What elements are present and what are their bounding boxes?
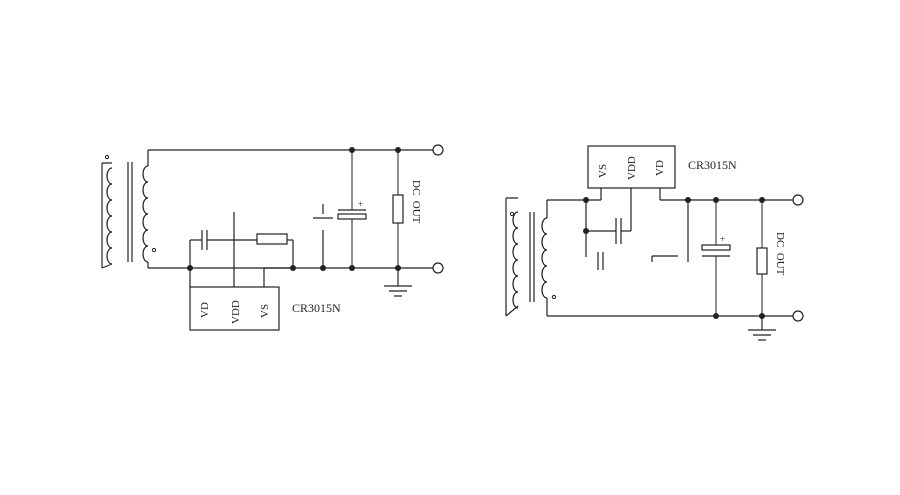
right-output-terminal-negative [792, 310, 804, 322]
left-output-terminal-positive [432, 144, 444, 156]
left-output-label: DC OUT [410, 180, 422, 224]
left-filter-capacitor [313, 204, 333, 268]
left-output-resistor [392, 194, 404, 224]
right-output-terminal-positive [792, 194, 804, 206]
left-chip-pin-vdd: VDD [230, 300, 242, 324]
right-output-resistor [756, 247, 768, 275]
left-circuit: + VD VDD VS CR3015N DC OUT [101, 144, 444, 331]
left-chip-pin-vd: VD [199, 302, 211, 318]
left-feedback-resistor [256, 233, 288, 245]
left-chip-body [189, 286, 280, 331]
svg-text:+: + [358, 199, 363, 209]
right-chip-body [587, 145, 676, 189]
left-chip-name: CR3015N [292, 301, 341, 315]
right-circuit: VS VDD VD CR3015N [505, 145, 804, 341]
right-ground-symbol [748, 316, 776, 341]
right-transformer [505, 197, 557, 317]
right-chip-pin-vdd: VDD [626, 156, 638, 180]
left-chip-pin-vs: VS [259, 304, 271, 318]
right-chip-name: CR3015N [688, 158, 737, 172]
left-transformer [101, 150, 157, 269]
svg-text:+: + [720, 234, 725, 244]
left-output-terminal-negative [432, 262, 444, 274]
right-chip-pin-vs: VS [597, 164, 609, 178]
left-ground-symbol [384, 268, 412, 297]
left-electrolytic-capacitor: + [337, 150, 367, 268]
right-electrolytic-capacitor: + [701, 200, 731, 316]
right-output-label: DC OUT [774, 232, 786, 276]
right-chip-pin-vd: VD [654, 160, 666, 176]
